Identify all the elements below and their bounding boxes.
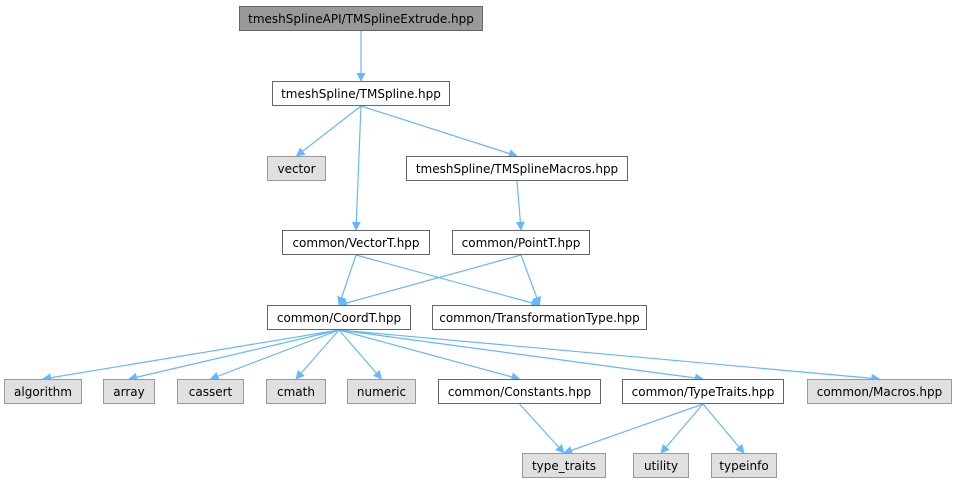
node-root-tmsplineextrude[interactable]: tmeshSplineAPI/TMSplineExtrude.hpp xyxy=(239,6,483,31)
node-coordt[interactable]: common/CoordT.hpp xyxy=(267,305,411,330)
edge-vectort-to-transformation xyxy=(355,254,541,308)
edge-tmsplinemacros-to-pointt xyxy=(515,180,525,231)
edge-tmspline-to-tmsplinemacros xyxy=(360,105,518,158)
edge-vectort-to-coordt xyxy=(337,254,357,306)
edge-constants-to-type_traits xyxy=(519,403,565,454)
edge-typetraits_hpp-to-typeinfo xyxy=(702,403,745,454)
edge-coordt-to-cassert xyxy=(209,329,340,381)
node-tmsplinemacros[interactable]: tmeshSpline/TMSplineMacros.hpp xyxy=(406,156,628,181)
edge-pointt-to-transformation xyxy=(520,254,541,306)
edge-coordt-to-constants xyxy=(338,329,521,382)
node-transformationtype[interactable]: common/TransformationType.hpp xyxy=(432,305,647,330)
node-utility: utility xyxy=(633,453,689,478)
edge-coordt-to-typetraits_hpp xyxy=(338,329,704,383)
edge-coordt-to-array xyxy=(128,329,340,382)
node-algorithm: algorithm xyxy=(4,379,82,404)
edge-typetraits_hpp-to-utility xyxy=(660,403,704,454)
node-tmspline[interactable]: tmeshSpline/TMSpline.hpp xyxy=(272,81,450,106)
node-cassert: cassert xyxy=(177,379,244,404)
node-typetraits-hpp[interactable]: common/TypeTraits.hpp xyxy=(622,379,784,404)
node-cmath: cmath xyxy=(266,379,326,404)
node-constants[interactable]: common/Constants.hpp xyxy=(438,379,601,404)
edge-tmspline-to-vector xyxy=(295,105,362,157)
edge-coordt-to-numeric xyxy=(338,329,383,380)
edge-tmspline-to-vectort xyxy=(351,105,362,231)
edge-pointt-to-coordt xyxy=(338,254,522,308)
node-pointt[interactable]: common/PointT.hpp xyxy=(452,230,590,255)
node-vector: vector xyxy=(267,156,326,181)
node-macros: common/Macros.hpp xyxy=(807,379,952,404)
edge-typetraits_hpp-to-type_traits xyxy=(563,403,704,455)
edge-coordt-to-macros xyxy=(338,329,881,383)
node-vectort[interactable]: common/VectorT.hpp xyxy=(282,230,430,255)
edge-coordt-to-algorithm xyxy=(42,329,340,383)
node-typeinfo: typeinfo xyxy=(711,453,777,478)
node-array: array xyxy=(103,379,155,404)
node-numeric: numeric xyxy=(347,379,416,404)
edge-coordt-to-cmath xyxy=(295,329,340,380)
node-type-traits: type_traits xyxy=(522,453,606,478)
